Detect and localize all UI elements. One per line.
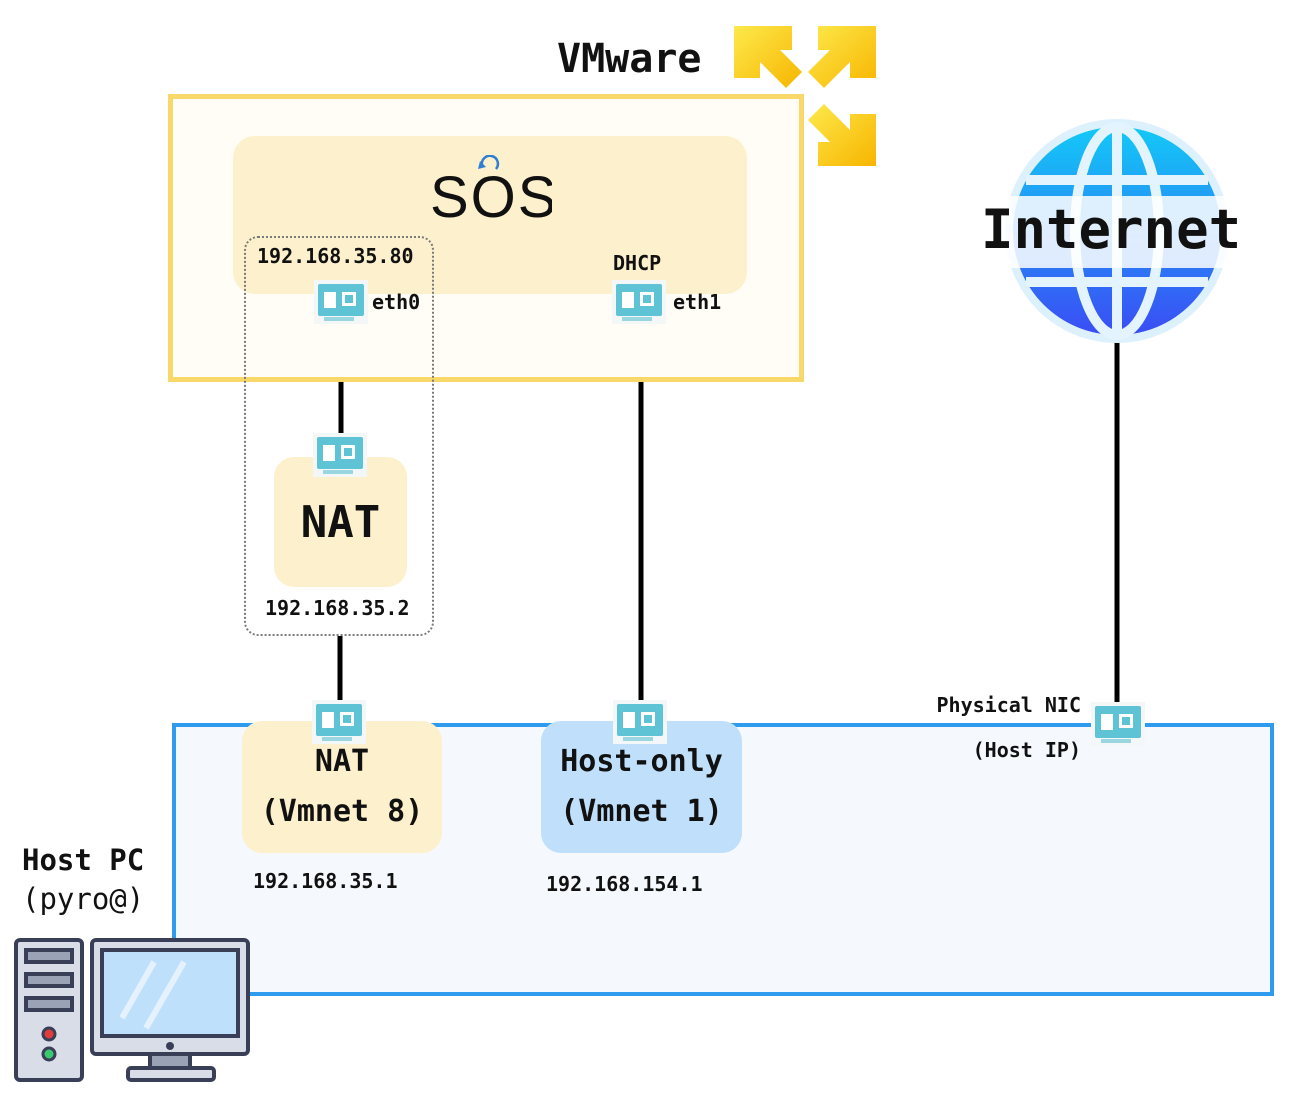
eth0-ip: 192.168.35.80 bbox=[257, 244, 414, 268]
nat-router: NAT bbox=[274, 457, 407, 587]
network-card-icon bbox=[313, 433, 367, 477]
network-card-icon bbox=[314, 280, 368, 324]
eth0-label: eth0 bbox=[372, 290, 421, 314]
network-card-icon bbox=[612, 280, 666, 324]
host-pc-title: Host PC bbox=[22, 843, 145, 877]
hostonly-vmnet1-adapter: Host-only (Vmnet 1) bbox=[541, 721, 742, 853]
vmware-title: VMware bbox=[557, 36, 702, 82]
vm-panel bbox=[233, 136, 747, 294]
hostonly-vmnet1-line2: (Vmnet 1) bbox=[560, 794, 723, 829]
computer-icon bbox=[14, 938, 254, 1088]
nat-router-label: NAT bbox=[300, 496, 381, 548]
internet-label: Internet bbox=[981, 198, 1242, 261]
host-pc-user: (pyro@) bbox=[22, 882, 145, 916]
nat-vmnet8-ip: 192.168.35.1 bbox=[253, 869, 398, 893]
nat-vmnet8-line2: (Vmnet 8) bbox=[260, 794, 424, 829]
physical-nic-label: Physical NIC bbox=[936, 693, 1082, 717]
network-card-icon bbox=[613, 700, 667, 744]
hostonly-vmnet1-line1: Host-only bbox=[560, 744, 723, 779]
host-ip-label: (Host IP) bbox=[972, 738, 1081, 762]
eth1-label: eth1 bbox=[673, 290, 722, 314]
internet-label-backdrop bbox=[964, 196, 1274, 268]
network-card-icon bbox=[1091, 702, 1145, 746]
vmware-logo-icon bbox=[730, 22, 880, 174]
hostonly-vmnet1-ip: 192.168.154.1 bbox=[546, 872, 703, 896]
eth1-mode: DHCP bbox=[613, 251, 662, 275]
sos-logo-text: SOS bbox=[430, 165, 552, 225]
network-card-icon bbox=[312, 700, 366, 744]
nat-subnet-group bbox=[244, 236, 434, 636]
nat-router-ip: 192.168.35.2 bbox=[265, 596, 410, 620]
sos-logo: SOS bbox=[430, 154, 557, 230]
nat-vmnet8-line1: NAT bbox=[314, 744, 370, 779]
